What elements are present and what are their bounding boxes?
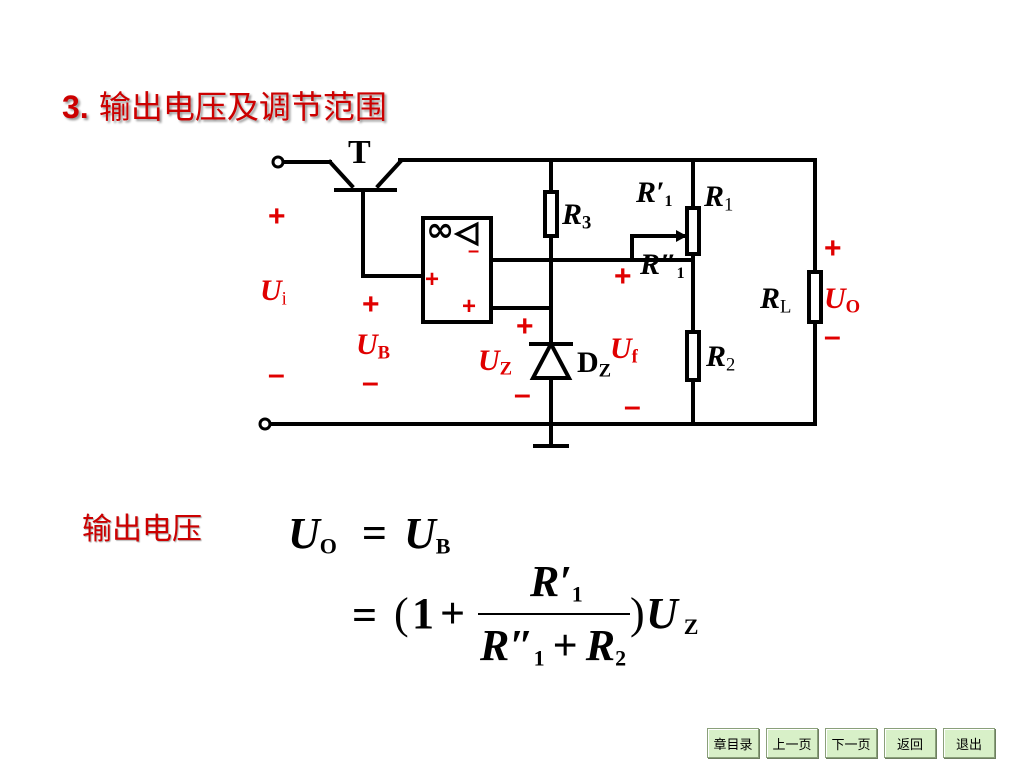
exit-button[interactable]: 退出 xyxy=(943,728,995,758)
opamp-infinity-symbol: ∞ xyxy=(426,210,455,250)
formula-close-paren: ) xyxy=(630,589,645,638)
title-number: 3. xyxy=(62,89,89,125)
ub-plus-sign: + xyxy=(362,288,380,321)
opamp-noninverting-plus: + xyxy=(425,266,440,293)
uz-plus-sign: + xyxy=(516,310,534,343)
transistor-label: T xyxy=(348,134,371,171)
r1-label: R1 xyxy=(704,180,734,216)
uz-label: UZ xyxy=(478,344,513,380)
uo-plus-sign: + xyxy=(824,232,842,265)
r2-label: R2 xyxy=(706,340,736,376)
back-button[interactable]: 返回 xyxy=(884,728,936,758)
opamp-input-plus: + xyxy=(462,293,477,320)
formula-label: 输出电压 xyxy=(82,512,202,547)
formula-denominator: R″1+R2 xyxy=(480,621,627,671)
title-text: 输出电压及调节范围 xyxy=(98,88,387,126)
uo-minus-sign: – xyxy=(824,320,841,353)
uf-minus-sign: – xyxy=(624,390,641,423)
ui-plus-sign: + xyxy=(268,200,286,233)
fraction-bar xyxy=(478,613,630,615)
ui-label: Ui xyxy=(260,274,287,310)
opamp-inverting-minus: – xyxy=(468,240,480,262)
uz-minus-sign: – xyxy=(514,378,531,411)
formula-open-paren: ( xyxy=(394,589,409,638)
uf-label: Uf xyxy=(610,332,638,368)
next-page-button[interactable]: 下一页 xyxy=(825,728,877,758)
previous-page-button[interactable]: 上一页 xyxy=(766,728,818,758)
formula-line-1: UO = UB xyxy=(288,509,451,559)
ub-label: UB xyxy=(356,328,391,364)
dz-label: DZ xyxy=(577,346,612,382)
formula-one: 1 xyxy=(412,589,434,638)
uf-plus-sign: + xyxy=(614,260,632,293)
ub-minus-sign: – xyxy=(362,366,379,399)
formula-numerator: R′1 xyxy=(530,557,583,607)
r1-prime-label: R′1 xyxy=(636,176,673,210)
formula-eq2: = xyxy=(352,591,378,640)
ui-minus-sign: – xyxy=(268,358,285,391)
r1-double-prime-label: R″1 xyxy=(640,248,685,282)
chapter-contents-button[interactable]: 章目录 xyxy=(707,728,759,758)
r3-label: R3 xyxy=(562,198,592,234)
rl-label: RL xyxy=(760,282,792,318)
uo-label: UO xyxy=(824,282,861,318)
page-title: 3. 输出电压及调节范围 xyxy=(62,82,387,128)
formula-plus: + xyxy=(440,589,466,638)
